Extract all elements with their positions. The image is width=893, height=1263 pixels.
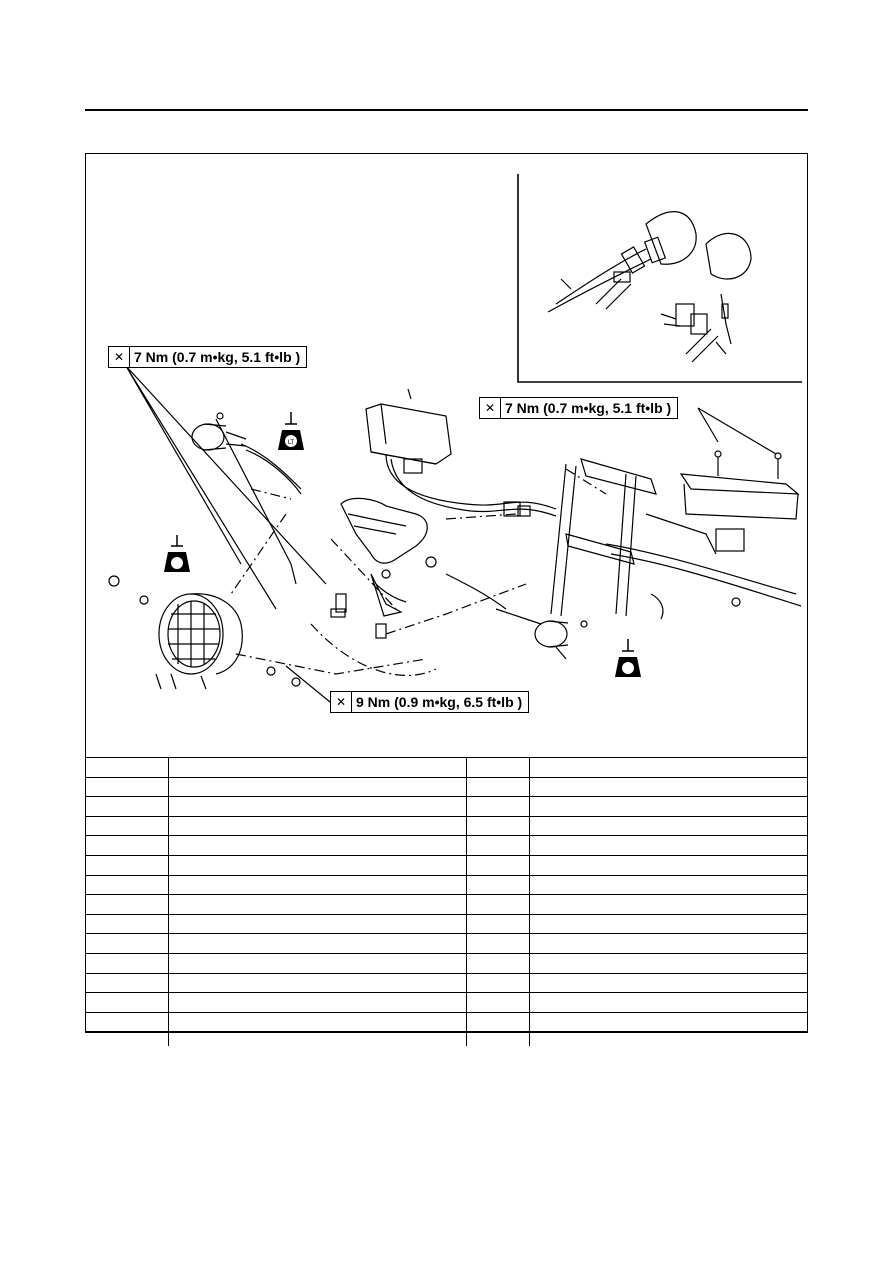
table-cell	[86, 972, 169, 993]
torque-wrench-icon: ✕	[480, 398, 501, 418]
table-row	[86, 992, 807, 1013]
locktite-icon	[615, 639, 641, 677]
table-cell	[86, 796, 169, 817]
torque-spec-label: ✕ 7 Nm (0.7 m•kg, 5.1 ft•lb )	[479, 397, 679, 419]
table-row	[86, 796, 807, 817]
table-cell	[168, 776, 467, 797]
table-cell	[466, 992, 530, 1013]
torque-spec-value: 7 Nm (0.7 m•kg, 5.1 ft•lb )	[134, 349, 301, 365]
table-cell	[529, 913, 807, 934]
table-cell	[466, 933, 530, 954]
table-cell	[529, 992, 807, 1013]
table-cell	[529, 952, 807, 974]
table-cell	[466, 874, 530, 895]
table-cell	[168, 1011, 467, 1046]
table-row	[86, 776, 807, 797]
table-cell	[168, 796, 467, 817]
torque-spec-value: 9 Nm (0.9 m•kg, 6.5 ft•lb )	[356, 694, 523, 710]
table-cell	[466, 1011, 530, 1046]
table-row	[86, 952, 807, 974]
table-cell	[168, 913, 467, 934]
table-cell	[168, 952, 467, 974]
table-cell	[529, 757, 807, 778]
table-cell	[529, 972, 807, 993]
table-row	[86, 913, 807, 934]
table-cell	[168, 854, 467, 876]
svg-text:LT: LT	[288, 439, 295, 446]
table-cell	[86, 1011, 169, 1046]
table-cell	[466, 952, 530, 974]
table-cell	[529, 854, 807, 876]
table-cell	[86, 874, 169, 895]
table-row	[86, 757, 807, 778]
table-row	[86, 894, 807, 915]
table-cell	[529, 874, 807, 895]
table-cell	[168, 815, 467, 836]
table-cell	[529, 796, 807, 817]
table-cell	[86, 952, 169, 974]
table-cell	[529, 933, 807, 954]
table-cell	[168, 933, 467, 954]
torque-spec-label: ✕ 7 Nm (0.7 m•kg, 5.1 ft•lb )	[108, 346, 308, 368]
torque-wrench-icon: ✕	[109, 347, 130, 367]
table-cell	[168, 757, 467, 778]
header-rule	[85, 109, 808, 111]
table-row	[86, 972, 807, 993]
table-cell	[466, 854, 530, 876]
table-cell	[86, 992, 169, 1013]
table-row	[86, 835, 807, 856]
table-cell	[86, 894, 169, 915]
table-cell	[466, 972, 530, 993]
figure-bottom-rule	[85, 1031, 808, 1033]
table-cell	[466, 776, 530, 797]
table-row	[86, 933, 807, 954]
table-cell	[168, 835, 467, 856]
table-cell	[168, 972, 467, 993]
table-cell	[466, 894, 530, 915]
torque-spec-label: ✕ 9 Nm (0.9 m•kg, 6.5 ft•lb )	[330, 691, 530, 713]
locktite-icon	[164, 535, 190, 572]
table-cell	[466, 796, 530, 817]
exploded-diagram: LT ✕ 7 Nm (0.7 m•kg, 5.1 ft•lb ) ✕ 7 Nm …	[86, 154, 806, 757]
table-cell	[529, 894, 807, 915]
table-cell	[466, 913, 530, 934]
table-cell	[168, 894, 467, 915]
table-cell	[168, 992, 467, 1013]
table-cell	[466, 815, 530, 836]
table-row	[86, 854, 807, 876]
headlight-assembly-illustration: LT	[108, 174, 802, 703]
table-cell	[86, 815, 169, 836]
locktite-icon: LT	[278, 412, 304, 450]
table-cell	[86, 854, 169, 876]
table-row	[86, 815, 807, 836]
torque-wrench-icon: ✕	[331, 692, 352, 712]
parts-table	[86, 757, 807, 1046]
table-cell	[529, 815, 807, 836]
table-cell	[86, 757, 169, 778]
table-cell	[168, 874, 467, 895]
table-cell	[466, 835, 530, 856]
table-cell	[86, 933, 169, 954]
table-cell	[86, 913, 169, 934]
table-row	[86, 1011, 807, 1046]
table-cell	[529, 1011, 807, 1046]
torque-spec-value: 7 Nm (0.7 m•kg, 5.1 ft•lb )	[505, 400, 672, 416]
table-cell	[529, 776, 807, 797]
table-cell	[86, 835, 169, 856]
table-cell	[529, 835, 807, 856]
table-row	[86, 874, 807, 895]
table-cell	[466, 757, 530, 778]
table-cell	[86, 776, 169, 797]
